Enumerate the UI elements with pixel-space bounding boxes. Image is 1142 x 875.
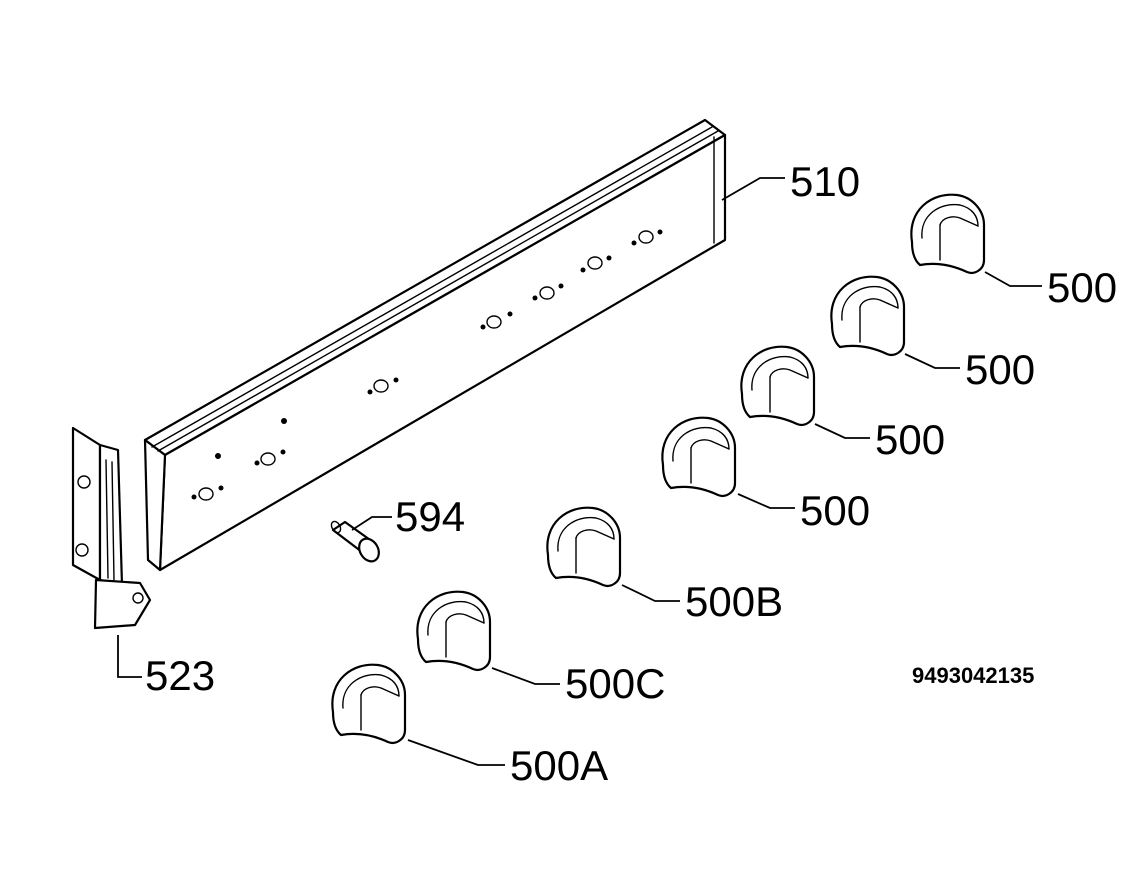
knob-label-4: 500 [800,487,870,534]
knob-part-2 [830,275,906,356]
pin-part [330,520,380,563]
side-bracket-part [71,426,152,630]
control-panel-part [143,118,727,572]
knob-label-6: 500C [565,660,665,707]
panel-holes [191,229,663,501]
knob-label-1: 500 [1047,264,1117,311]
knob-part-6 [416,590,492,671]
knob-part-7 [331,663,407,744]
pin-label: 594 [395,493,465,540]
knob-label-7: 500A [510,742,608,789]
drawing-number: 9493042135 [912,663,1034,688]
knob-label-5: 500B [685,578,783,625]
knob-part-5 [546,506,622,587]
knob-label-3: 500 [875,416,945,463]
knob-part-4 [661,416,737,497]
knob-label-2: 500 [965,346,1035,393]
bracket-label: 523 [145,652,215,699]
knob-part-1 [910,193,986,274]
knob-part-3 [740,345,816,426]
panel-label: 510 [790,158,860,205]
